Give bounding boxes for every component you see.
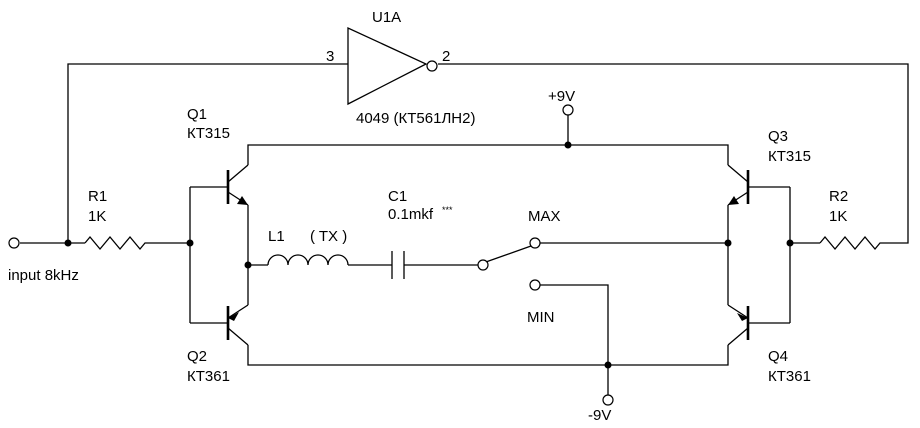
terminal-supply-pos[interactable] xyxy=(562,104,574,116)
input-label: input 8kHz xyxy=(8,267,79,284)
u1a-type-label: 4049 (КТ561ЛН2) xyxy=(356,110,475,127)
terminal-supply-neg[interactable] xyxy=(602,394,614,406)
switch-min-label: MIN xyxy=(527,309,555,326)
supply-pos-label: +9V xyxy=(548,88,575,105)
u1a-name-label: U1A xyxy=(372,9,401,26)
transistor-q2 xyxy=(226,304,249,346)
switch-min-contact[interactable] xyxy=(529,279,541,291)
supply-neg-label: -9V xyxy=(588,407,611,424)
inverter-u1a xyxy=(347,26,438,106)
r2-name-label: R2 xyxy=(829,188,848,205)
resistor-r1 xyxy=(84,235,150,251)
resistor-r2 xyxy=(819,235,885,251)
q4-name-label: Q4 xyxy=(768,348,788,365)
capacitor-c1 xyxy=(391,251,405,279)
u1a-pin-out-label: 2 xyxy=(442,48,450,65)
terminal-input[interactable] xyxy=(8,237,20,249)
r1-value-label: 1K xyxy=(88,208,106,225)
q2-type-label: КТ361 xyxy=(187,368,230,385)
q2-name-label: Q2 xyxy=(187,348,207,365)
switch-common-contact[interactable] xyxy=(477,259,489,271)
switch-max-contact[interactable] xyxy=(529,237,541,249)
inductor-l1 xyxy=(267,254,349,266)
labels: U1A 3 2 4049 (КТ561ЛН2) +9V -9V Q1 КТ315… xyxy=(8,9,848,424)
junctions xyxy=(64,141,794,369)
q3-type-label: КТ315 xyxy=(768,148,811,165)
l1-name-label: L1 xyxy=(268,228,285,245)
q4-type-label: КТ361 xyxy=(768,368,811,385)
c1-name-label: C1 xyxy=(388,188,407,205)
switch-max-label: MAX xyxy=(528,208,561,225)
q1-name-label: Q1 xyxy=(187,106,207,123)
wires xyxy=(20,63,909,395)
c1-value-label: 0.1mkf xyxy=(388,206,434,223)
transistor-q4 xyxy=(727,304,750,346)
q1-type-label: КТ315 xyxy=(187,125,230,142)
u1a-pin-in-label: 3 xyxy=(326,48,334,65)
l1-note-label: ( TX ) xyxy=(310,228,347,245)
transistor-q1 xyxy=(226,164,249,206)
c1-note-label: *** xyxy=(442,205,453,215)
r1-name-label: R1 xyxy=(88,188,107,205)
r2-value-label: 1K xyxy=(829,208,847,225)
transistor-q3 xyxy=(727,164,750,206)
q3-name-label: Q3 xyxy=(768,128,788,145)
